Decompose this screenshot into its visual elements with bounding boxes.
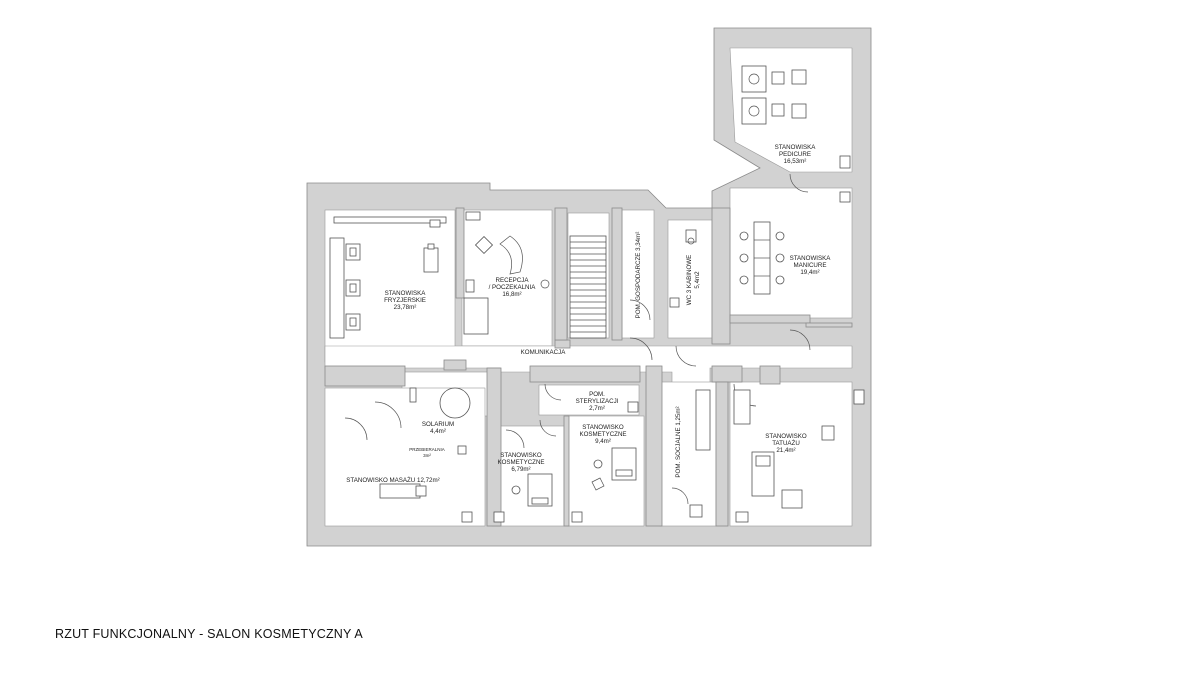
tatuazu-l3: 21,4m²: [776, 447, 795, 454]
pedicure-l2: PEDICURE: [779, 151, 811, 158]
partitions: [324, 207, 853, 527]
recepcja-l2: / POCZEKALNIA: [489, 284, 537, 291]
kosmetyczne-maly-l1: STANOWISKO: [500, 452, 542, 459]
wc-l2: 5,4m2: [694, 271, 701, 289]
fixtures: [329, 65, 865, 523]
fryzjerskie-l3: 23,78m²: [394, 304, 417, 311]
tatuazu-l2: TATUAŻU: [772, 440, 800, 447]
przebieralnia-l1: PRZEBIERALNIA: [409, 447, 445, 452]
kosmetyczne-l3: 9,4m²: [595, 438, 611, 445]
label-masazu: STANOWISKO MASAŻU 12,72m²: [346, 477, 439, 484]
kosmetyczne-maly-l3: 6,79m²: [511, 466, 530, 473]
fryzjerskie-l1: STANOWISKA: [385, 290, 427, 297]
solarium-l1: SOLARIUM: [422, 421, 454, 428]
manicure-l2: MANICURE: [793, 262, 826, 269]
label-wc: WC 3 KABINOWE5,4m2: [686, 255, 701, 306]
kosmetyczne-maly-l2: KOSMETYCZNE: [497, 459, 544, 466]
przebieralnia-l2: 3m²: [423, 453, 431, 458]
manicure-l1: STANOWISKA: [790, 255, 832, 262]
sterylizacji-l2: STERYLIZACJI: [576, 398, 619, 405]
wc-l1: WC 3 KABINOWE: [686, 255, 693, 306]
fryzjerskie-l2: FRYZJERSKIE: [384, 297, 426, 304]
sterylizacji-l3: 2,7m²: [589, 405, 605, 412]
pedicure-l1: STANOWISKA: [775, 144, 817, 151]
recepcja-l3: 16,8m²: [502, 291, 521, 298]
manicure-l3: 19,4m²: [800, 269, 819, 276]
sterylizacji-l1: POM.: [589, 391, 605, 398]
solarium-l2: 4,4m²: [430, 428, 446, 435]
label-komunikacja: KOMUNIKACJA: [521, 349, 567, 356]
label-socjalne: POM. SOCJALNE 1,25m²: [675, 406, 682, 477]
label-gospodarcze: POM. GOSPODARCZE 3,34m²: [635, 232, 642, 319]
plan-caption: RZUT FUNKCJONALNY - SALON KOSMETYCZNY A: [55, 627, 363, 641]
tatuazu-l1: STANOWISKO: [765, 433, 807, 440]
kosmetyczne-l1: STANOWISKO: [582, 424, 624, 431]
kosmetyczne-l2: KOSMETYCZNE: [579, 431, 626, 438]
staircase: [569, 235, 607, 339]
door-swings: [344, 173, 811, 505]
recepcja-l1: RECEPCJA: [495, 277, 529, 284]
pedicure-l3: 16,53m²: [784, 158, 807, 165]
